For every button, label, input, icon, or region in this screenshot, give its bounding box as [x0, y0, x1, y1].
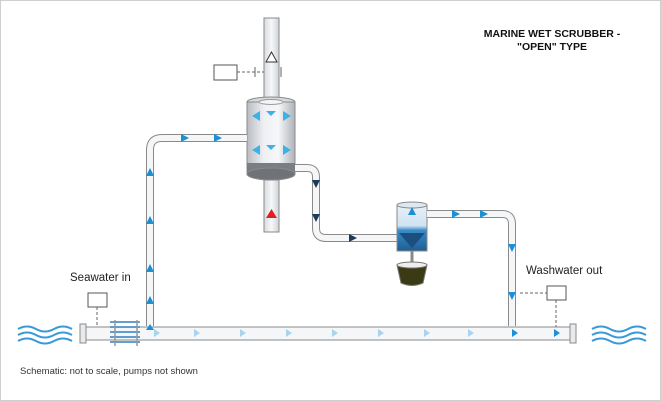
diagram-title: MARINE WET SCRUBBER - "OPEN" TYPE [452, 28, 652, 54]
flow-arrow-icon [452, 210, 516, 300]
seawater-supply-pipe [146, 134, 247, 326]
wave-icon [17, 325, 73, 345]
wave-icon [591, 325, 647, 345]
sensor-box-icon [87, 292, 108, 308]
spray-nozzle-icon [252, 111, 291, 155]
sludge-tank [396, 261, 428, 286]
exhaust-outlet-arrow-icon [265, 50, 278, 63]
seawater-in-label: Seawater in [70, 272, 131, 284]
sensor-box-icon [213, 64, 238, 81]
exhaust-stack-lower [263, 179, 280, 233]
exhaust-inlet-arrow-icon [266, 209, 277, 218]
footnote: Schematic: not to scale, pumps not shown [20, 366, 198, 377]
intake-strainer [110, 320, 140, 346]
flow-arrow-icon [312, 180, 357, 242]
separator-vessel [396, 201, 428, 252]
flow-arrow-icon [146, 324, 560, 337]
flow-arrow-icon [154, 329, 474, 337]
washwater-pipe [427, 210, 516, 326]
tower-drain-pipe [295, 164, 397, 242]
scrubber-tower [246, 96, 296, 181]
flow-arrow-icon [146, 134, 222, 304]
title-line-2: "OPEN" TYPE [516, 41, 588, 53]
sensor-box-icon [546, 285, 567, 301]
washwater-out-label: Washwater out [526, 265, 603, 277]
title-line-1: MARINE WET SCRUBBER - [483, 28, 621, 40]
